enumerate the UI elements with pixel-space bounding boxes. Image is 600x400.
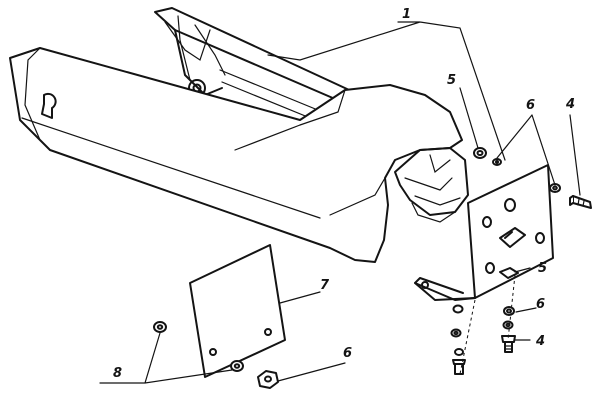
upper-fastener-set [473, 147, 592, 209]
callout-8: 8 [113, 366, 122, 381]
callout-1: 1 [402, 7, 411, 22]
alignment-lines [459, 274, 516, 375]
callout-4-right: 4 [535, 334, 545, 349]
callout-6-right: 6 [536, 297, 545, 312]
washer-set [153, 321, 244, 372]
callout-6-top: 6 [526, 98, 535, 113]
callout-7: 7 [320, 278, 330, 293]
callout-6-bottom: 6 [343, 346, 352, 361]
mounting-bracket-plate [414, 164, 554, 301]
callout-5-right: 5 [538, 261, 547, 276]
callout-5-top: 5 [447, 73, 456, 88]
callout-labels: 1 5 6 4 5 6 4 7 8 6 [113, 7, 575, 381]
main-arm-housing [9, 7, 469, 263]
callout-4-top: 4 [565, 97, 575, 112]
hex-nut [257, 370, 279, 389]
leader-lines [99, 21, 581, 384]
cover-plate [189, 244, 286, 378]
